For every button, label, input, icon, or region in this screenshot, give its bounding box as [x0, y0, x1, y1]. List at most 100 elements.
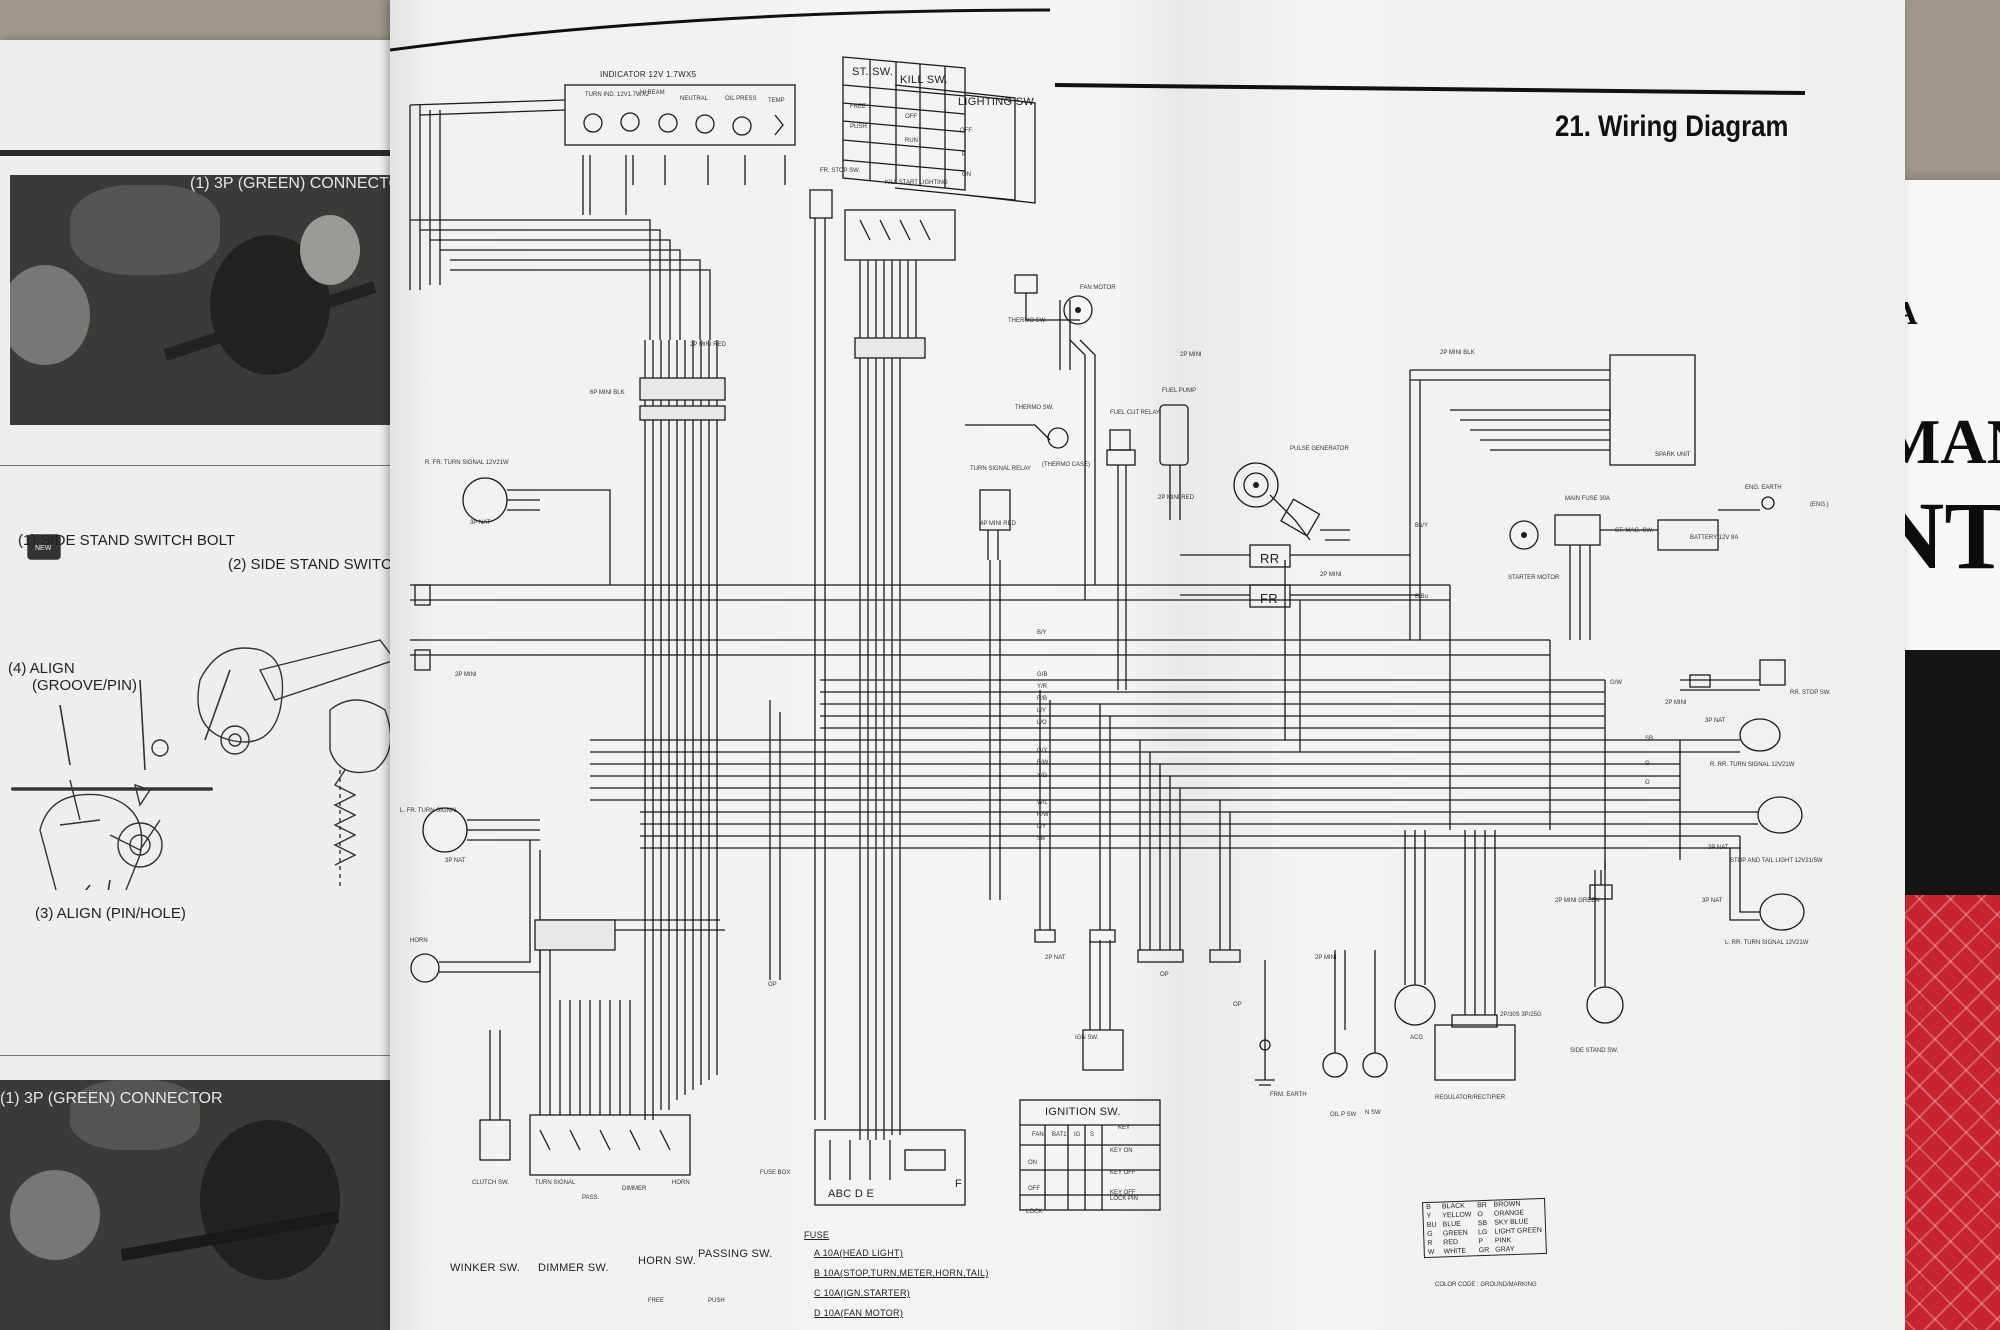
- turn-relay-label: TURN SIGNAL RELAY: [970, 466, 1032, 472]
- ign-h-fan: FAN: [1032, 1132, 1044, 1138]
- wiring-diagram-page: 21. Wiring Diagram INDICATOR 12V 1.7WX5 …: [390, 0, 1905, 1330]
- fuse-item-b: B 10A(STOP,TURN,METER,HORN,TAIL): [814, 1268, 989, 1278]
- r-rr-turn-label: R. RR. TURN SIGNAL 12V21W: [1710, 762, 1795, 768]
- wire-code-5: L/Y: [1037, 708, 1047, 714]
- switch-row-off: OFF: [905, 114, 917, 120]
- top-photo-label: (1) 3P (GREEN) CONNECTOR: [190, 175, 395, 192]
- color-legend-footer: COLOR CODE : GROUND/MARKING: [1435, 1282, 1537, 1288]
- ign-row-off: OFF: [1028, 1186, 1040, 1192]
- thermo-case-label: (THERMO CASE): [1042, 462, 1090, 468]
- bottom-table-horn: HORN SW.: [638, 1255, 697, 1267]
- op-label-3: OP: [768, 982, 777, 988]
- ign-h-key: KEY: [1118, 1125, 1131, 1131]
- page-rule: [0, 150, 395, 156]
- top-photo: (1) 3P (GREEN) CONNECTOR: [10, 175, 395, 425]
- conn-2p-mini-4: 2P MINI: [455, 672, 477, 678]
- fuse-item-c: C 10A(IGN,STARTER): [814, 1288, 911, 1298]
- wire-code-17: Bu/Y: [1415, 523, 1429, 529]
- regulator-conn-label: 2P/30S 3P/25G: [1500, 1012, 1542, 1018]
- switch-row-p: P: [962, 152, 967, 158]
- op-label-2: OP: [1233, 1002, 1242, 1008]
- fuse-item-a: A 10A(HEAD LIGHT): [814, 1248, 904, 1258]
- header-rules: [390, 8, 1806, 95]
- wire-code-16: O: [1645, 780, 1650, 786]
- wire-code-7: G/Y: [1037, 748, 1048, 754]
- fuse-box-label: FUSE BOX: [760, 1170, 791, 1176]
- wiring-schematic: [409, 56, 1805, 1211]
- eng-label: (ENG.): [1810, 502, 1829, 508]
- switch-row-free: FREE: [850, 104, 867, 110]
- bottom-row-push: PUSH: [708, 1298, 725, 1304]
- conn-3p-nat-4: 3P NAT: [1702, 898, 1723, 904]
- conn-2p-mini-green: 2P MINI GREEN: [1555, 898, 1600, 904]
- conn-2p-nat: 2P NAT: [1045, 955, 1066, 961]
- frm-earth-label: FRM. EARTH: [1270, 1092, 1307, 1098]
- indicator-lamp-temp: TEMP: [768, 98, 785, 104]
- switch-table-st: ST. SW.: [852, 66, 894, 78]
- horizontal-bus: [410, 584, 1740, 849]
- ign-row-on-key: KEY ON: [1110, 1148, 1133, 1154]
- spark-unit-label: SPARK UNIT: [1655, 452, 1691, 458]
- conn-2p-mini-2: 2P MINI: [1320, 572, 1342, 578]
- switch-row-on: ON: [962, 172, 971, 178]
- ignition-table-title: IGNITION SW.: [1045, 1106, 1121, 1118]
- conn-2p-mini-1: 2P MINI: [1180, 352, 1202, 358]
- thermo-sw-label: THERMO SW.: [1008, 318, 1047, 324]
- bottom-photo-label: (1) 3P (GREEN) CONNECTOR: [0, 1090, 223, 1107]
- wire-code-6: L/O: [1037, 720, 1047, 726]
- ign-row-lock: LOCK: [1026, 1209, 1043, 1215]
- fr-stop-sw-label: FR. STOP SW.: [820, 168, 861, 174]
- conn-2p-mini-blk: 2P MINI BLK: [1440, 350, 1475, 356]
- r-fr-turn-label: R. FR. TURN SIGNAL 12V21W: [425, 460, 509, 466]
- regulator-label: REGULATOR/RECTIFIER: [1435, 1095, 1506, 1101]
- pass-sw-label: PASS.: [582, 1195, 600, 1201]
- op-label-1: OP: [1160, 972, 1169, 978]
- indicator-lamp-oil: OIL PRESS: [725, 96, 757, 102]
- wire-code-10: W/L: [1037, 800, 1048, 806]
- handle-switch-label: KILL START LIGHTING: [885, 180, 948, 186]
- bottom-table-dimmer: DIMMER SW.: [538, 1262, 609, 1274]
- callout-align-pin: (3) ALIGN (PIN/HOLE): [35, 905, 186, 922]
- wire-code-14: SB: [1645, 736, 1654, 742]
- fuse-list-heading: FUSE: [804, 1230, 830, 1240]
- turn-signal-sw-label: TURN SIGNAL: [535, 1180, 576, 1186]
- rr-stop-sw-label: RR. STOP SW.: [1790, 690, 1831, 696]
- ign-row-off-key: KEY OFF: [1110, 1170, 1136, 1176]
- central-bundle: [639, 340, 726, 1120]
- callout-align-groove: (4) ALIGN: [8, 660, 75, 677]
- indicator-lamp-turn: TURN IND. 12V1.7WX2: [585, 92, 650, 98]
- fuel-pump-label: FUEL PUMP: [1162, 388, 1197, 394]
- l-rr-turn-label: L. RR. TURN SIGNAL 12V21W: [1725, 940, 1809, 946]
- battery-label: BATTERY 12V 8A: [1690, 535, 1739, 541]
- callout-align-groove-2: (GROOVE/PIN): [32, 677, 138, 694]
- fuse-letters: ABC D E: [828, 1188, 875, 1200]
- horn-label: HORN: [410, 938, 428, 944]
- fuse-item-d: D 10A(FAN MOTOR): [814, 1308, 904, 1318]
- page-title: 21. Wiring Diagram: [1555, 110, 1789, 143]
- indicator-lamp-hi: HI BEAM: [640, 90, 665, 96]
- eng-earth-label: ENG. EARTH: [1745, 485, 1782, 491]
- main-fuse-label: MAIN FUSE 30A: [1565, 496, 1611, 502]
- rr-coil-label: RR: [1260, 551, 1280, 566]
- conn-3p-nat-2: 3P NAT: [1705, 718, 1726, 724]
- bottom-table-winker: WINKER SW.: [450, 1262, 521, 1274]
- wire-code-12: L/Y: [1037, 824, 1047, 830]
- wire-code-2: G/B: [1037, 672, 1048, 678]
- conn-2p-mini-red-2: 2P MINI RED: [1158, 495, 1194, 501]
- ign-row-lock-key: KEY OFF LOCK PIN: [1110, 1190, 1139, 1202]
- bottom-row-free: FREE: [648, 1298, 665, 1304]
- ign-sw-label: IGN SW.: [1075, 1035, 1099, 1041]
- conn-2p-mini-3: 2P MINI: [1665, 700, 1687, 706]
- starter-motor-label: STARTER MOTOR: [1508, 575, 1560, 581]
- new-badge: NEW: [35, 545, 52, 552]
- conn-4p-mini-red: 4P MINI RED: [980, 521, 1016, 527]
- wire-code-19: G/W: [1610, 680, 1622, 686]
- starter-mag-sw-label: ST. MAG. SW.: [1615, 528, 1654, 534]
- side-stand-sw-label: SIDE STAND SW.: [1570, 1048, 1619, 1054]
- oil-p-sw-label: OIL P SW: [1330, 1112, 1357, 1118]
- indicator-heading: INDICATOR 12V 1.7WX5: [600, 70, 697, 79]
- callout-side-stand-bolt: (1) SIDE STAND SWITCH BOLT: [18, 532, 235, 549]
- wire-code-18: B/Bu: [1415, 594, 1429, 600]
- indicator-lamps: [583, 112, 784, 136]
- thermo-sw-2-label: THERMO SW.: [1015, 405, 1054, 411]
